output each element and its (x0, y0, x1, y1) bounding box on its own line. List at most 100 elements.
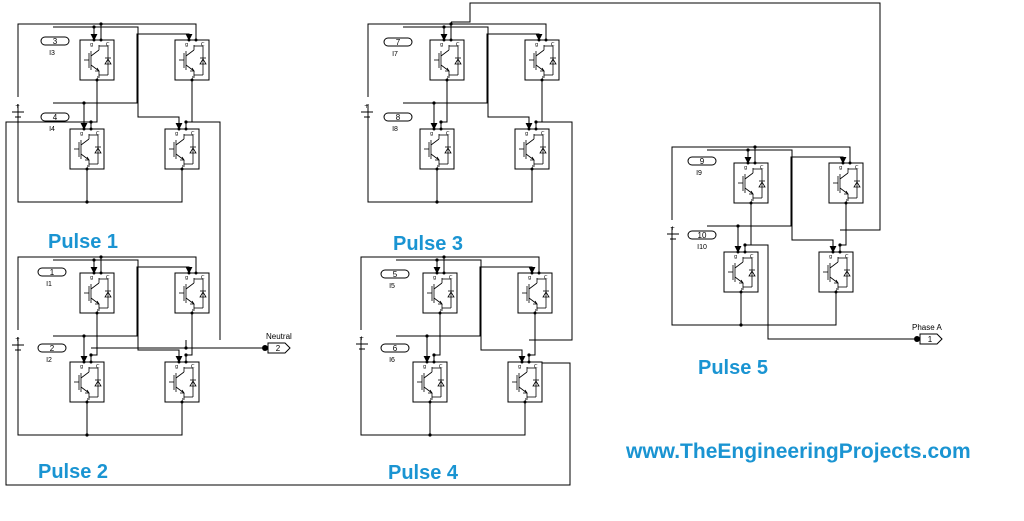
inport-block[interactable]: 5 I5 (380, 269, 410, 290)
collector-port-label: C (439, 364, 443, 370)
inport-block[interactable]: 9 I9 (687, 156, 717, 177)
battery-plus-sign: + (670, 225, 675, 232)
inport-block[interactable]: 1 I1 (37, 267, 67, 288)
gate-port-label: g (80, 364, 83, 370)
wire (101, 256, 197, 273)
emitter-port-label: E (192, 76, 195, 82)
inport-block[interactable]: 6 I6 (380, 343, 410, 364)
junction-dot (432, 353, 436, 357)
inport-block[interactable]: 8 I8 (383, 112, 413, 133)
gate-port-label: g (430, 131, 433, 137)
inport-number: 3 (53, 37, 58, 46)
pulse-label: Pulse 1 (48, 231, 118, 253)
wire (741, 292, 837, 326)
phase-a-outport[interactable]: 1 Phase A (912, 323, 943, 345)
collector-port-label: C (456, 42, 460, 48)
gate-port-label: g (528, 275, 531, 281)
inport-block[interactable]: 4 I4 (40, 112, 70, 133)
wire (437, 259, 526, 363)
wire (94, 26, 183, 130)
gate-port-label: g (829, 254, 832, 260)
website-watermark: www.TheEngineeringProjects.com (625, 440, 971, 463)
emitter-port-label: E (430, 398, 433, 404)
wire (437, 169, 533, 203)
emitter-port-label: E (182, 165, 185, 171)
gate-port-label: g (90, 42, 93, 48)
junction-dot (85, 433, 89, 437)
h-bridge-module-5: 9 I9 10 I10 + Pulse 5 (667, 156, 768, 379)
dc-voltage-source-icon[interactable]: + (356, 335, 368, 350)
igbt-diode-icon[interactable]: g C E (69, 360, 105, 405)
pulse-label: Pulse 4 (388, 462, 459, 484)
dc-voltage-source-icon[interactable]: + (361, 103, 373, 118)
inport-name: I10 (697, 244, 707, 251)
gate-port-label: g (175, 364, 178, 370)
gate-port-label: g (535, 42, 538, 48)
inport-block[interactable]: 7 I7 (383, 37, 413, 58)
inport-number: 7 (396, 38, 401, 47)
dc-voltage-source-icon[interactable]: + (667, 225, 679, 240)
pulse-label: Pulse 5 (698, 357, 768, 379)
inport-number: 6 (393, 344, 398, 353)
neutral-outport[interactable]: 2 Neutral (262, 332, 292, 354)
wire (87, 169, 183, 203)
collector-port-label: C (106, 42, 110, 48)
wire (17, 256, 101, 330)
collector-port-label: C (106, 275, 110, 281)
dc-voltage-source-icon[interactable]: + (12, 103, 24, 118)
wire (671, 227, 742, 326)
emitter-port-label: E (87, 398, 90, 404)
junction-dot (425, 334, 429, 338)
junction-dot (435, 258, 439, 262)
inport-number: 2 (50, 344, 55, 353)
wire (84, 33, 193, 104)
gate-port-label: g (185, 275, 188, 281)
collector-port-label: C (96, 364, 100, 370)
wire (360, 337, 431, 436)
wire (367, 23, 451, 97)
battery-plus-sign: + (359, 335, 364, 342)
inport-block[interactable]: 3 I3 (40, 36, 70, 57)
wire (185, 313, 193, 362)
wire (84, 266, 193, 337)
collector-port-label: C (750, 254, 754, 260)
inport-name: I1 (46, 281, 52, 288)
modules-layer: 3 I3 4 I4 + Pulse 1 1 I1 (12, 36, 768, 484)
pulse-label: Pulse 3 (393, 233, 463, 255)
wire (433, 313, 441, 362)
collector-port-label: C (534, 364, 538, 370)
junction-dot (435, 200, 439, 204)
dc-voltage-source-icon[interactable]: + (12, 336, 24, 351)
inport-block[interactable]: 10 I10 (687, 230, 717, 251)
wire (17, 104, 88, 203)
inport-name: I7 (392, 51, 398, 58)
gate-port-label: g (440, 42, 443, 48)
emitter-port-label: E (192, 309, 195, 315)
emitter-port-label: E (532, 165, 535, 171)
inport-block[interactable]: 2 I2 (37, 343, 67, 364)
wire (90, 80, 98, 129)
junction-dot (89, 353, 93, 357)
wire (94, 259, 183, 363)
inport-number: 4 (53, 113, 58, 122)
